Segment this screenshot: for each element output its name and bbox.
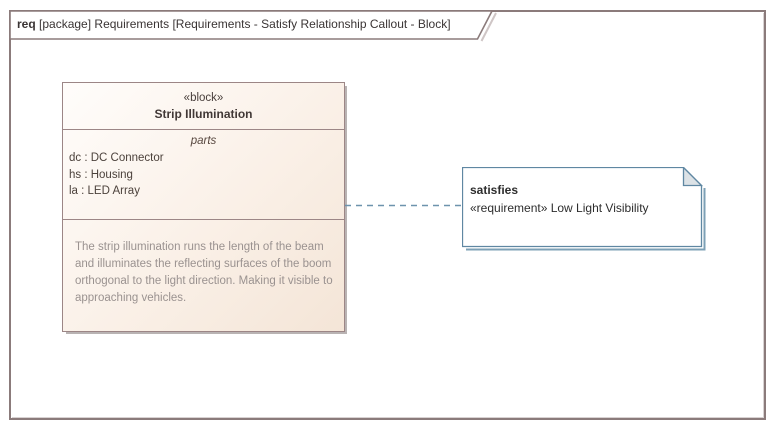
note-dogear-icon <box>682 167 704 187</box>
satisfy-connector[interactable] <box>345 198 463 212</box>
part-item: la : LED Array <box>69 185 140 197</box>
frame-tab-shape <box>9 10 497 42</box>
block-name-compartment: «block» Strip Illumination <box>63 83 344 129</box>
part-item: hs : Housing <box>69 168 133 181</box>
block-name: Strip Illumination <box>154 106 253 121</box>
satisfies-note[interactable]: satisfies «requirement» Low Light Visibi… <box>462 167 708 253</box>
block-strip-illumination[interactable]: «block» Strip Illumination parts dc : DC… <box>62 82 345 332</box>
parts-compartment-label: parts <box>190 135 217 147</box>
note-requirement-ref: «requirement» Low Light Visibility <box>470 201 649 215</box>
block-stereotype: «block» <box>183 91 224 104</box>
note-text: satisfies «requirement» Low Light Visibi… <box>470 181 694 217</box>
part-item: dc : DC Connector <box>69 152 164 164</box>
frame-title: [package] Requirements [Requirements - S… <box>39 17 451 31</box>
parts-list: dc : DC Connector hs : Housing la : LED Ar… <box>63 150 344 200</box>
frame-heading: req [package] Requirements [Requirements… <box>17 17 477 31</box>
note-keyword: satisfies <box>470 183 519 197</box>
frame-keyword: req <box>17 17 36 31</box>
block-documentation: The strip illumination runs the length o… <box>63 219 344 331</box>
note-shape <box>462 167 706 251</box>
block-parts-compartment: parts dc : DC Connector hs : Housing la : … <box>63 129 344 219</box>
